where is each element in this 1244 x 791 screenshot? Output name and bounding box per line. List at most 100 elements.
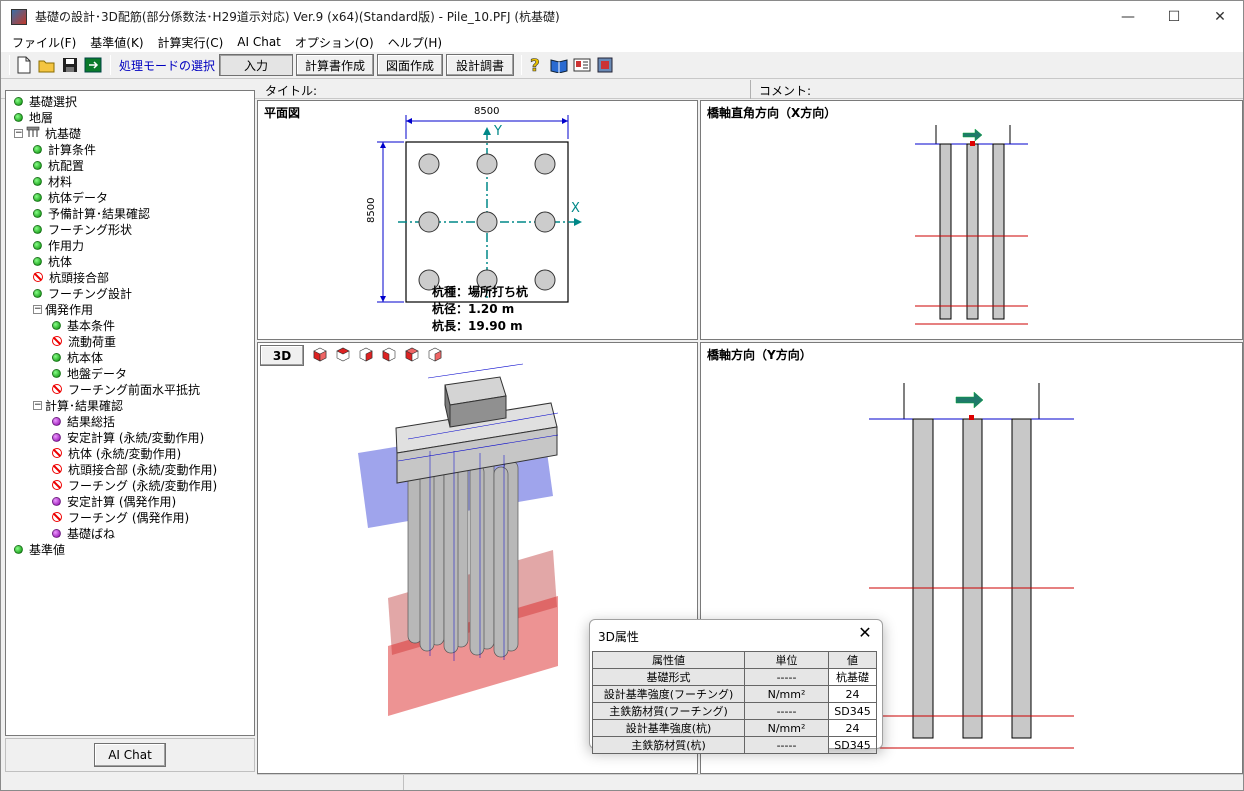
tree-item[interactable]: フーチング設計 [33,285,132,301]
open-folder-icon[interactable] [37,55,57,75]
manual-icon[interactable] [549,55,569,75]
tree-item-label: 偶発作用 [45,302,94,317]
tree-item-label: 結果総括 [67,414,116,429]
status-ok-icon [33,224,42,234]
tree-item-label: 杭配置 [48,158,85,173]
tree-item[interactable]: 基礎選択 [14,93,77,109]
tree-item-label: フーチング設計 [48,286,133,301]
menu-calculate[interactable]: 計算実行(C) [157,35,224,50]
prohibited-icon [52,512,62,522]
toolbar: 処理モードの選択 入力 計算書作成 図面作成 設計調書 ? [1,52,1243,79]
menu-options[interactable]: オプション(O) [294,35,374,50]
tree-item[interactable]: 杭本体 [52,349,103,365]
pile-diameter-text: 杭径：1.20 m [432,302,515,316]
save-icon[interactable] [60,55,80,75]
row-value[interactable]: SD345 [828,736,877,754]
row-value[interactable]: 杭基礎 [828,668,877,686]
tree-item[interactable]: 基礎ばね [52,525,115,541]
tree-item[interactable]: 杭体 [33,253,72,269]
tree-item[interactable]: 杭頭接合部 (永続/変動作用) [52,461,217,477]
design-sheet-button[interactable]: 設計調書 [446,54,515,76]
status-ok-icon [52,368,61,378]
prohibited-icon [52,448,62,458]
tree-item[interactable]: 流動荷重 [52,333,116,349]
tree-item[interactable]: − 杭基礎 [14,125,81,141]
x-direction-title: 橋軸直角方向（X方向） [707,106,837,120]
row-value[interactable]: SD345 [828,702,877,720]
drawing-mode-button[interactable]: 図面作成 [377,54,444,76]
menu-standard[interactable]: 基準値(K) [90,35,144,50]
tree-item[interactable]: 基本条件 [52,317,115,333]
about-icon[interactable] [595,55,615,75]
tree-item[interactable]: 杭体 (永続/変動作用) [52,445,181,461]
maximize-button[interactable]: ☐ [1167,8,1181,25]
tree-item[interactable]: 安定計算 (偶発作用) [52,493,176,509]
row-value[interactable]: 24 [828,685,877,703]
tree-item[interactable]: −計算･結果確認 [33,397,123,413]
3d-model-drawing [313,347,559,716]
result-icon [52,416,61,426]
menu-bar: ファイル(F) 基準値(K) 計算実行(C) AI Chat オプション(O) … [1,32,1243,52]
row-unit: ----- [744,702,829,720]
row-label: 基礎形式 [592,668,745,686]
help-icon[interactable]: ? [526,55,546,75]
tree-item-label: 基礎選択 [29,94,78,109]
toolbar-separator [9,55,10,75]
tree-item-label: 杭基礎 [45,126,82,141]
exit-icon[interactable] [83,55,103,75]
tree-item[interactable]: 杭頭接合部 [33,269,109,285]
menu-ai-chat[interactable]: AI Chat [237,35,281,49]
dialog-close-icon[interactable]: ✕ [858,623,872,642]
comment-label: コメント: [759,84,812,98]
tree-item[interactable]: フーチング形状 [33,221,132,237]
result-icon [52,432,61,442]
report-mode-button[interactable]: 計算書作成 [296,54,375,76]
horizontal-scrollbar[interactable] [257,774,1243,790]
row-label: 設計基準強度(フーチング) [592,685,745,703]
input-mode-button[interactable]: 入力 [219,54,294,76]
tree-item[interactable]: フーチング (永続/変動作用) [52,477,217,493]
mode-label: 処理モードの選択 [119,58,216,73]
tree-item[interactable]: −偶発作用 [33,301,93,317]
info-card-icon[interactable] [572,55,592,75]
tree-item[interactable]: 予備計算･結果確認 [33,205,150,221]
status-ok-icon [14,112,23,122]
close-button[interactable]: ✕ [1214,8,1226,25]
tree-item[interactable]: 計算条件 [33,141,96,157]
tree-item[interactable]: 杭配置 [33,157,84,173]
tree-item[interactable]: フーチング (偶発作用) [52,509,189,525]
prohibited-icon [52,480,62,490]
tree-item[interactable]: 作用力 [33,237,84,253]
menu-help[interactable]: ヘルプ(H) [387,35,443,50]
3d-button[interactable]: 3D [260,345,304,366]
collapse-icon[interactable]: − [14,127,23,138]
tree-item-label: 予備計算･結果確認 [48,206,151,221]
menu-file[interactable]: ファイル(F) [12,35,77,50]
tree-item[interactable]: 地層 [14,109,53,125]
tree-item[interactable]: 材料 [33,173,72,189]
status-ok-icon [52,320,61,330]
tree-item-label: 安定計算 (永続/変動作用) [67,430,205,445]
title-label: タイトル: [265,84,318,98]
tree-item[interactable]: 地盤データ [52,365,127,381]
scrollbar-divider [403,775,404,790]
table-header-row: 属性値 単位 値 [592,651,877,669]
tree-item[interactable]: 基準値 [14,541,65,557]
tree-item[interactable]: 安定計算 (永続/変動作用) [52,429,204,445]
new-file-icon[interactable] [14,55,34,75]
row-value[interactable]: 24 [828,719,877,737]
status-ok-icon [33,176,42,186]
tree-item-label: 流動荷重 [68,334,117,349]
result-icon [52,496,61,506]
input-tree[interactable]: 基礎選択地層 − 杭基礎計算条件杭配置材料杭体データ予備計算･結果確認フーチング形状… [5,90,255,736]
tree-item[interactable]: 杭体データ [33,189,108,205]
tree-item-label: 地盤データ [67,366,128,381]
tree-item[interactable]: フーチング前面水平抵抗 [52,381,200,397]
ai-chat-button[interactable]: AI Chat [94,743,166,767]
tree-item-label: 基礎ばね [67,526,116,541]
pile-icon [26,126,40,141]
table-row: 主鉄筋材質(フーチング) ----- SD345 [592,702,877,720]
tree-item[interactable]: 結果総括 [52,413,115,429]
minimize-button[interactable]: — [1121,8,1135,25]
y-direction-drawing [869,383,1074,749]
